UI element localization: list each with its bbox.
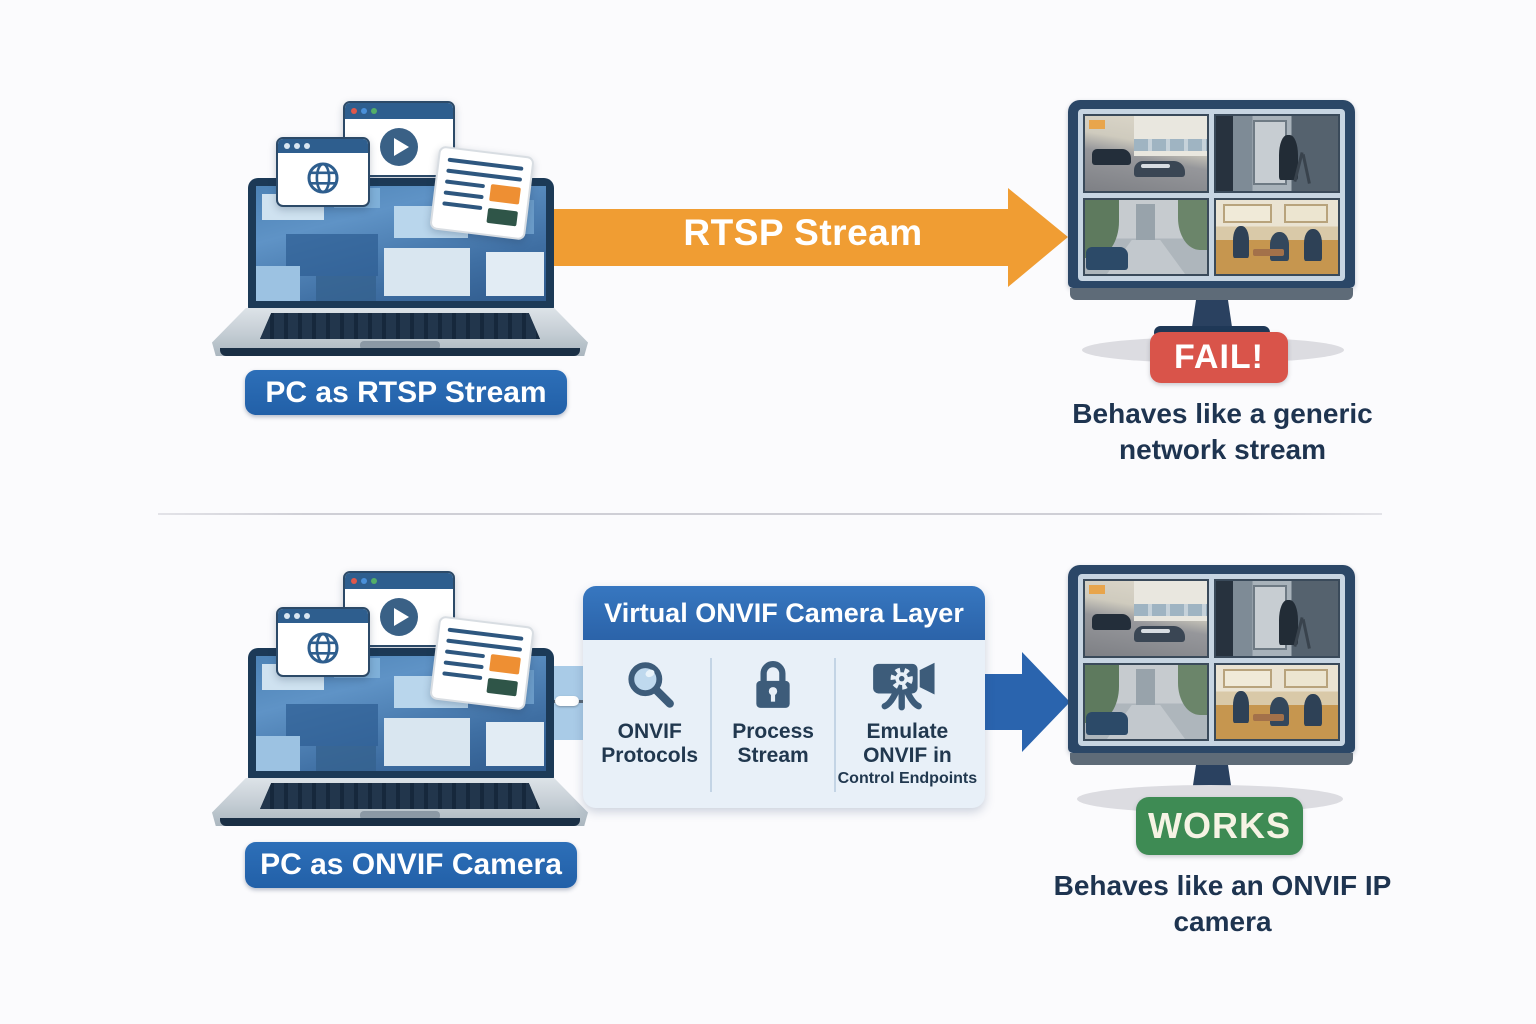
- vms-monitor-top: [1068, 100, 1358, 345]
- layer-item-label: Emulate ONVIF in: [863, 720, 952, 768]
- window-dot-blue: [361, 108, 367, 114]
- monitor-stand: [1192, 300, 1232, 327]
- window-titlebar: [278, 609, 368, 623]
- window-dot: [294, 613, 300, 619]
- window-titlebar: [345, 573, 453, 589]
- laptop-onvif-source: [212, 565, 588, 890]
- works-badge: WORKS: [1136, 797, 1303, 855]
- globe-icon: [307, 162, 339, 194]
- layer-body: ONVIF Protocols Process Stream: [583, 640, 985, 808]
- doc-line: [443, 190, 484, 200]
- document-card: [429, 615, 535, 711]
- window-dot: [304, 613, 310, 619]
- monitor-screen: [1078, 109, 1345, 281]
- laptop-base: [212, 778, 588, 826]
- camera-feed-office: [1214, 662, 1340, 741]
- camera-feed-hallway: [1214, 579, 1340, 658]
- camera-feed-parking: [1083, 579, 1209, 658]
- mosaic-tile: [256, 266, 300, 301]
- mosaic-tile: [286, 704, 378, 746]
- window-dot: [304, 143, 310, 149]
- window-dot-blue: [361, 578, 367, 584]
- window-dot: [294, 143, 300, 149]
- camera-feed-street: [1083, 197, 1209, 276]
- fail-caption: Behaves like a generic network stream: [1072, 398, 1373, 466]
- layer-item-process-stream: Process Stream: [712, 650, 833, 800]
- camera-gear-icon: [873, 662, 935, 711]
- magnifier-icon: [628, 662, 674, 708]
- layer-title: Virtual ONVIF Camera Layer: [583, 586, 985, 640]
- mosaic-tile: [316, 746, 376, 771]
- cable-plug-icon: [555, 696, 579, 706]
- column-divider: [833, 658, 836, 792]
- doc-line: [446, 168, 523, 182]
- doc-block-orange: [489, 184, 521, 205]
- doc-line: [443, 660, 484, 670]
- laptop-rtsp-source: [212, 95, 588, 420]
- camera-feed-street: [1083, 662, 1209, 741]
- vms-monitor-bottom: [1068, 565, 1358, 810]
- browser-window: [276, 137, 370, 207]
- mosaic-tile: [316, 276, 376, 301]
- window-titlebar: [345, 103, 453, 119]
- mosaic-tile: [256, 736, 300, 771]
- layer-item-label: Process Stream: [732, 720, 814, 768]
- laptop-base: [212, 308, 588, 356]
- virtual-onvif-camera-layer: Virtual ONVIF Camera Layer ONVIF Protoco…: [583, 586, 985, 808]
- label-pc-as-onvif-camera: PC as ONVIF Camera: [245, 842, 577, 888]
- rtsp-stream-arrow-label: RTSP Stream: [683, 212, 923, 253]
- doc-line: [447, 157, 524, 171]
- globe-icon: [307, 632, 339, 664]
- window-titlebar: [278, 139, 368, 153]
- window-dot-green: [371, 108, 377, 114]
- browser-window: [276, 607, 370, 677]
- column-divider: [710, 658, 713, 792]
- doc-block-teal: [486, 207, 519, 227]
- mosaic-tile: [486, 252, 544, 296]
- doc-line: [442, 201, 482, 211]
- laptop-keyboard: [260, 313, 540, 339]
- window-dot-red: [351, 578, 357, 584]
- doc-line: [444, 649, 485, 659]
- window-dot-red: [351, 108, 357, 114]
- section-divider: [158, 513, 1382, 515]
- play-icon: [380, 598, 418, 636]
- camera-feed-parking: [1083, 114, 1209, 193]
- lock-icon: [756, 661, 790, 708]
- works-caption: Behaves like an ONVIF IP camera: [1053, 870, 1392, 938]
- camera-feed-hallway: [1214, 114, 1340, 193]
- doc-block-orange: [489, 654, 521, 675]
- layer-item-sublabel: Control Endpoints: [837, 770, 978, 788]
- doc-line: [447, 627, 524, 641]
- play-icon: [380, 128, 418, 166]
- laptop-touchpad: [360, 341, 440, 350]
- monitor-screen: [1078, 574, 1345, 746]
- onvif-stream-arrow: [984, 652, 1070, 752]
- doc-block-teal: [486, 677, 519, 697]
- window-dot: [284, 613, 290, 619]
- window-dot: [284, 143, 290, 149]
- monitor-chin: [1070, 753, 1353, 765]
- doc-line: [446, 638, 523, 652]
- doc-line: [442, 671, 482, 681]
- laptop-keyboard: [260, 783, 540, 809]
- mosaic-tile: [486, 722, 544, 766]
- fail-badge: FAIL!: [1150, 332, 1288, 383]
- label-pc-as-rtsp-stream: PC as RTSP Stream: [245, 370, 567, 415]
- monitor-chin: [1070, 288, 1353, 300]
- camera-feed-office: [1214, 197, 1340, 276]
- mosaic-tile: [384, 718, 470, 766]
- mosaic-tile: [384, 248, 470, 296]
- layer-item-emulate-onvif: Emulate ONVIF in Control Endpoints: [836, 650, 979, 800]
- laptop-touchpad: [360, 811, 440, 820]
- window-dot-green: [371, 578, 377, 584]
- document-card: [429, 145, 535, 241]
- mosaic-tile: [286, 234, 378, 276]
- layer-item-label: ONVIF Protocols: [601, 720, 699, 768]
- layer-item-onvif-protocols: ONVIF Protocols: [589, 650, 710, 800]
- doc-line: [444, 179, 485, 189]
